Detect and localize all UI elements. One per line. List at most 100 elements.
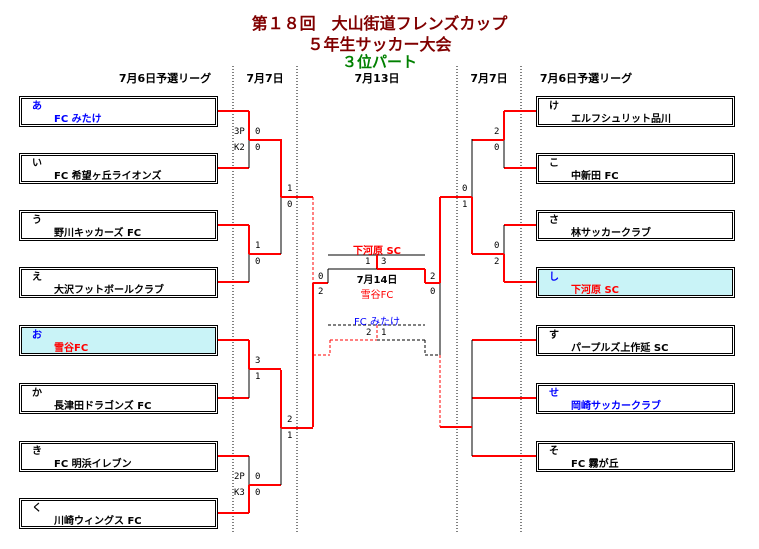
score: 0 xyxy=(255,143,261,153)
team-box-inner xyxy=(21,98,216,125)
header-right-league: 7月6日予選リーグ xyxy=(539,72,633,85)
team-name: 長津田ドラゴンズ FC xyxy=(54,401,152,412)
team-name: 大沢フットボールクラブ xyxy=(54,285,164,296)
team-letter: す xyxy=(549,330,559,341)
header-left-league: 7月6日予選リーグ xyxy=(118,72,212,85)
team-name: 中新田 FC xyxy=(571,171,619,182)
score: 0 xyxy=(462,184,468,194)
team-box-inner xyxy=(21,212,216,239)
score: 1 xyxy=(462,200,468,210)
score: 0 xyxy=(255,472,261,482)
team-letter: さ xyxy=(549,215,559,226)
team-name: エルフシュリット品川 xyxy=(571,114,671,125)
team-name: 下河原 SC xyxy=(571,285,620,296)
team-box-inner xyxy=(538,385,733,412)
score: 1 xyxy=(255,241,261,251)
score: 0 xyxy=(287,200,293,210)
team-box-inner xyxy=(21,443,216,470)
team-letter: あ xyxy=(32,101,42,112)
header-left-round: 7月7日 xyxy=(246,72,284,85)
team-box[interactable]: すパープルズ上作延 SC xyxy=(536,325,735,356)
team-name: 川崎ウィングス FC xyxy=(54,516,142,527)
team-box[interactable]: く川崎ウィングス FC xyxy=(19,498,218,529)
score: 1 xyxy=(287,184,293,194)
final-score: 0 xyxy=(430,287,436,297)
score: 1 xyxy=(287,431,293,441)
score: 0 xyxy=(494,241,500,251)
team-box-inner xyxy=(21,385,216,412)
score: 2 xyxy=(287,415,293,425)
final-score: 0 xyxy=(318,272,324,282)
team-box[interactable]: お雪谷FC xyxy=(19,325,218,356)
team-box-inner xyxy=(21,327,216,354)
third-score: 1 xyxy=(381,328,387,338)
score: 3 xyxy=(255,356,261,366)
score: 2 xyxy=(494,257,500,267)
score: 0 xyxy=(255,257,261,267)
team-box[interactable]: さ林サッカークラブ xyxy=(536,210,735,241)
team-letter: え xyxy=(32,272,42,283)
final-left-team: 雪谷FC xyxy=(360,290,394,301)
team-name: FC みたけ xyxy=(54,114,102,125)
team-letter: お xyxy=(32,330,42,341)
team-box[interactable]: か長津田ドラゴンズ FC xyxy=(19,383,218,414)
tournament-title: 第１８回 大山街道フレンズカップ xyxy=(251,14,508,33)
team-letter: せ xyxy=(549,388,559,399)
team-name: 雪谷FC xyxy=(54,343,89,354)
final-score: 1 xyxy=(365,257,371,267)
team-box-inner xyxy=(21,269,216,296)
team-box[interactable]: こ中新田 FC xyxy=(536,153,735,184)
final-score: 2 xyxy=(318,287,324,297)
team-box[interactable]: けエルフシュリット品川 xyxy=(536,96,735,127)
team-box-inner xyxy=(21,155,216,182)
team-name: 野川キッカーズ FC xyxy=(54,228,142,239)
team-box[interactable]: え大沢フットボールクラブ xyxy=(19,267,218,298)
team-letter: し xyxy=(549,272,559,283)
final-winner-name: 下河原 SC xyxy=(352,246,402,257)
final-date: 7月14日 xyxy=(356,275,398,286)
team-box[interactable]: せ岡崎サッカークラブ xyxy=(536,383,735,414)
team-letter: け xyxy=(549,101,559,112)
team-box-inner xyxy=(538,155,733,182)
team-letter: そ xyxy=(549,446,559,457)
team-name: パープルズ上作延 SC xyxy=(571,343,669,354)
pk-label: K2 xyxy=(234,143,245,153)
team-box[interactable]: し下河原 SC xyxy=(536,267,735,298)
team-box[interactable]: う野川キッカーズ FC xyxy=(19,210,218,241)
team-box-inner xyxy=(538,327,733,354)
team-letter: こ xyxy=(549,158,559,169)
pk-label: 3P xyxy=(234,127,245,137)
part-title: ３位パート xyxy=(341,53,417,71)
third-score: 2 xyxy=(366,328,372,338)
score: 0 xyxy=(494,143,500,153)
team-letter: か xyxy=(32,388,42,399)
team-letter: き xyxy=(32,446,42,457)
pk-label: K3 xyxy=(234,488,245,498)
team-name: 岡崎サッカークラブ xyxy=(571,401,661,412)
team-name: 林サッカークラブ xyxy=(571,228,651,239)
team-letter: く xyxy=(32,503,42,514)
team-box-inner xyxy=(538,443,733,470)
score: 1 xyxy=(255,372,261,382)
team-letter: う xyxy=(32,215,42,226)
score: 0 xyxy=(255,127,261,137)
tournament-subtitle: ５年生サッカー大会 xyxy=(307,35,452,54)
team-letter: い xyxy=(32,158,42,169)
header-center: 7月13日 xyxy=(354,72,400,85)
team-box-inner xyxy=(538,212,733,239)
team-box[interactable]: あ FC みたけ xyxy=(19,96,218,127)
pk-label: 2P xyxy=(234,472,245,482)
final-score: 3 xyxy=(381,257,387,267)
score: 0 xyxy=(255,488,261,498)
team-name: FC 明浜イレブン xyxy=(54,459,132,470)
team-name: FC 希望ヶ丘ライオンズ xyxy=(54,171,162,182)
team-box[interactable]: き FC 明浜イレブン xyxy=(19,441,218,472)
team-box-inner xyxy=(538,269,733,296)
score: 2 xyxy=(494,127,500,137)
team-box-inner xyxy=(21,500,216,527)
team-box[interactable]: い FC 希望ヶ丘ライオンズ xyxy=(19,153,218,184)
third-place-name: FC みたけ xyxy=(354,317,400,328)
